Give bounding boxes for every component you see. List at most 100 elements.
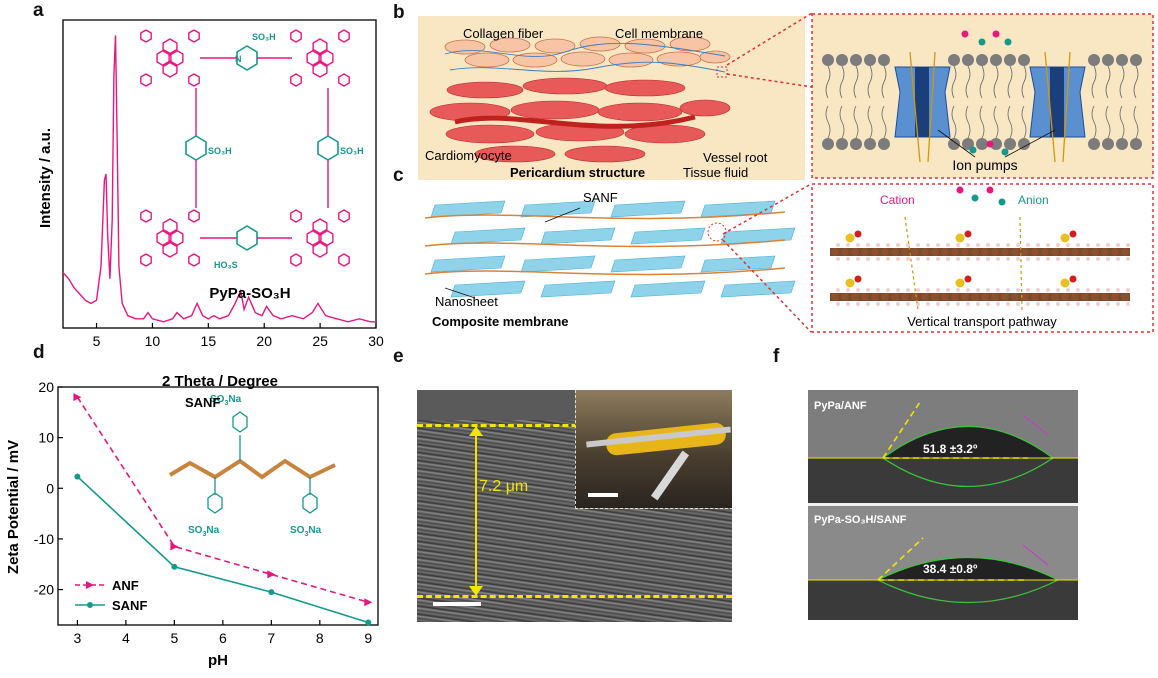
- cardiomyocyte-layer: [429, 77, 731, 163]
- label-vessel-root: Vessel root: [703, 150, 768, 165]
- zeta-y-tick-label: -10: [34, 531, 54, 547]
- zeta-x-tick-label: 3: [73, 630, 81, 646]
- zeta-y-axis-label: Zeta Potential / mV: [5, 440, 22, 574]
- nanosheet: [430, 200, 506, 218]
- xrd-x-axis-label: 2 Theta / Degree: [162, 373, 278, 390]
- nanosheet: [720, 227, 796, 245]
- zeta-inset-label: SANF: [185, 395, 220, 410]
- transport-frame: [811, 183, 1154, 333]
- label-tissue-fluid: Tissue fluid: [683, 165, 748, 180]
- lipid-head: [836, 138, 848, 150]
- linker-so3h-left: SO₃H: [208, 146, 232, 156]
- lipid-head: [850, 138, 862, 150]
- nanosheet: [720, 280, 796, 298]
- ion-pump-diagram: Ion pumps: [811, 13, 1154, 179]
- cof-layer: [830, 293, 1130, 301]
- zeta-point-sanf: [268, 589, 275, 596]
- ion-channel-left: [894, 66, 951, 138]
- ion-channel-right: [1029, 66, 1086, 138]
- zoom-circle-c: [707, 222, 727, 242]
- nanosheet: [540, 280, 616, 298]
- zeta-point-anf: [267, 570, 276, 579]
- lipid-head: [1102, 138, 1114, 150]
- lipid-head: [850, 54, 862, 66]
- lipid-head: [822, 138, 834, 150]
- panel-label-c: c: [393, 165, 404, 186]
- zeta-y-tick-label: 20: [38, 379, 54, 395]
- lipid-head: [1130, 54, 1142, 66]
- lipid-head: [990, 54, 1002, 66]
- sem-top-boundary: [417, 424, 732, 427]
- zeta-point-anf: [73, 393, 82, 402]
- lipid-head: [864, 138, 876, 150]
- nanosheet: [450, 227, 526, 245]
- xrd-x-tick-label: 5: [93, 333, 101, 349]
- zeta-point-sanf: [171, 563, 178, 570]
- zeta-x-tick-label: 4: [122, 630, 130, 646]
- label-pericardium-structure: Pericardium structure: [510, 165, 645, 180]
- xrd-x-tick-label: 20: [256, 333, 272, 349]
- nanosheet: [540, 227, 616, 245]
- zeta-point-sanf: [365, 619, 372, 626]
- zeta-x-tick-label: 8: [316, 630, 324, 646]
- nanosheet: [520, 200, 596, 218]
- label-cell-membrane: Cell membrane: [615, 26, 703, 41]
- contact-angle-1: 51.8 ±3.2º: [923, 442, 978, 456]
- transport-pathway-diagram: Cation Anion Vertical transport pathway: [811, 183, 1154, 333]
- linker-so3h-bottom: HO₃S: [214, 260, 238, 270]
- lipid-head: [1102, 54, 1114, 66]
- lipid-head: [836, 54, 848, 66]
- label-cardiomyocyte: Cardiomyocyte: [425, 148, 512, 163]
- zoom-box-b: [716, 66, 728, 78]
- nanosheet: [630, 280, 706, 298]
- panel-label-a: a: [33, 0, 44, 21]
- lipid-head: [1004, 138, 1016, 150]
- lipid-head: [1116, 54, 1128, 66]
- nanosheet: [520, 255, 596, 273]
- label-ion-pumps: Ion pumps: [952, 157, 1017, 173]
- zeta-x-tick-label: 7: [267, 630, 275, 646]
- sanf-fiber: [424, 239, 786, 248]
- pypa-framework-structure: N SO₃H SO₃H SO₃H HO₃S: [140, 29, 364, 270]
- label-collagen-fiber: Collagen fiber: [463, 26, 544, 41]
- zeta-legend: ANF SANF: [75, 578, 147, 613]
- pyrene-node: [140, 29, 200, 87]
- zeta-plot-frame: [57, 386, 379, 626]
- contact-angle-2: 38.4 ±0.8º: [923, 562, 978, 576]
- panel-label-f: f: [773, 346, 780, 367]
- zeta-point-sanf: [74, 473, 81, 480]
- label-composite-membrane: Composite membrane: [432, 314, 569, 329]
- label-sanf: SANF: [583, 190, 618, 205]
- ions: [961, 30, 1012, 156]
- zeta-x-tick-label: 6: [219, 630, 227, 646]
- lipid-head: [1116, 138, 1128, 150]
- panel-label-e: e: [393, 346, 404, 367]
- linker-so3h-right: SO₃H: [340, 146, 364, 156]
- lipid-head: [976, 138, 988, 150]
- lipid-head: [1130, 138, 1142, 150]
- collagen-fibers: [444, 42, 726, 73]
- nanosheet: [610, 200, 686, 218]
- pericardium-diagram: Collagen fiber Cell membrane Cardiomyocy…: [418, 16, 805, 180]
- zeta-x-tick-label: 5: [170, 630, 178, 646]
- zeta-y-tick-label: 10: [38, 430, 54, 446]
- xrd-x-tick-label: 15: [201, 333, 217, 349]
- legend-sanf: SANF: [112, 598, 147, 613]
- lipid-head: [962, 54, 974, 66]
- svg-text:SO3Na: SO3Na: [290, 525, 322, 538]
- transport-ions: [956, 186, 1006, 206]
- nanosheet: [430, 255, 506, 273]
- nanosheet: [610, 255, 686, 273]
- lipid-head: [1018, 138, 1030, 150]
- inset-scale-bar: [588, 493, 618, 497]
- linker-n: N: [235, 54, 242, 64]
- label-nanosheet: Nanosheet: [435, 294, 498, 309]
- compound-label: PyPa-SO₃H: [209, 285, 290, 302]
- nanosheet: [630, 227, 706, 245]
- pyrene-node: [290, 29, 350, 87]
- sanf-fiber: [424, 267, 786, 276]
- zoom-connector-b: [726, 12, 813, 88]
- lipid-head: [962, 138, 974, 150]
- contact-angle-images: PyPa/ANF 51.8 ±3.2º PyPa-SO₃H/SANF 38.4 …: [808, 390, 1078, 620]
- arrow-head-up: [469, 426, 483, 436]
